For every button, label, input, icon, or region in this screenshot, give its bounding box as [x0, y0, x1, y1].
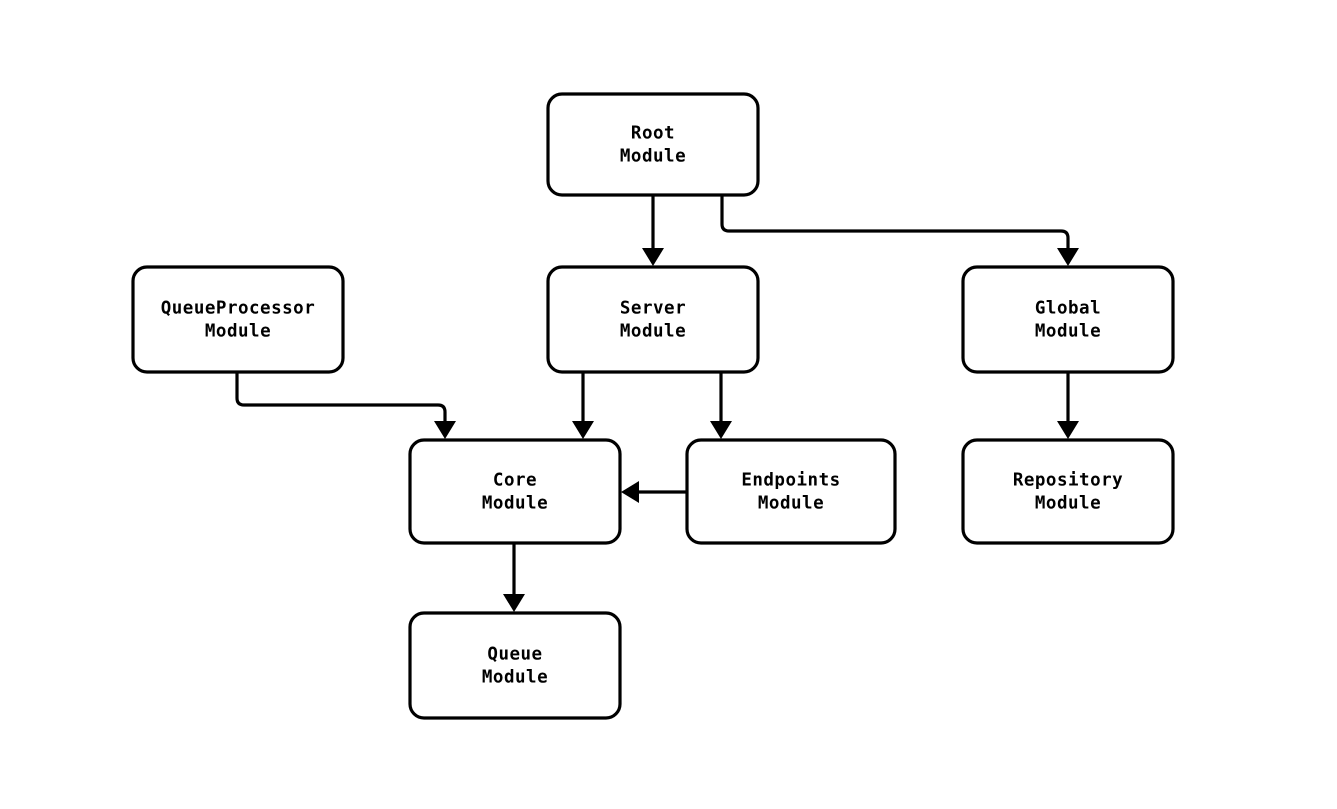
node-label-line2: Module — [482, 668, 548, 688]
node-label-line1: Queue — [487, 645, 542, 665]
arrowhead-icon — [710, 421, 732, 439]
node-label-line1: Server — [620, 299, 686, 319]
edge-root-to-global — [720, 195, 1079, 266]
node-box[interactable] — [546, 265, 760, 374]
node-label-line2: Module — [1035, 322, 1101, 342]
arrowhead-icon — [642, 248, 664, 266]
edges-layer — [235, 195, 1079, 612]
node-label-line2: Module — [205, 322, 271, 342]
node-label-line1: QueueProcessor — [161, 299, 316, 319]
edge-queueprocessor-to-core — [235, 372, 456, 439]
node-box[interactable] — [961, 265, 1175, 374]
node-label-line2: Module — [620, 322, 686, 342]
node-box[interactable] — [408, 438, 622, 545]
node-label-line2: Module — [758, 494, 824, 514]
arrowhead-icon — [572, 421, 594, 439]
node-label-line1: Endpoints — [741, 471, 840, 491]
arrowhead-icon — [503, 594, 525, 612]
node-box[interactable] — [685, 438, 897, 545]
arrowhead-icon — [1057, 248, 1079, 266]
edge-endpoints-to-core — [621, 481, 687, 503]
edge-core-to-queue — [503, 543, 525, 612]
node-label-line1: Repository — [1013, 471, 1123, 491]
edge-global-to-repository — [1057, 372, 1079, 439]
node-box[interactable] — [131, 265, 345, 374]
node-label-line2: Module — [620, 147, 686, 167]
node-label-line2: Module — [482, 494, 548, 514]
arrowhead-icon — [621, 481, 639, 503]
edge-server-to-endpoints — [710, 372, 732, 439]
edge-root-to-server — [642, 195, 664, 266]
node-box[interactable] — [546, 92, 760, 197]
arrowhead-icon — [1057, 421, 1079, 439]
node-box[interactable] — [961, 438, 1175, 545]
nodes-layer: RootModuleQueueProcessorModuleServerModu… — [131, 92, 1175, 720]
node-label-line1: Root — [631, 124, 675, 144]
node-label-line1: Core — [493, 471, 537, 491]
node-label-line2: Module — [1035, 494, 1101, 514]
node-box[interactable] — [408, 611, 622, 720]
edge-server-to-core — [572, 372, 594, 439]
arrowhead-icon — [434, 421, 456, 439]
node-label-line1: Global — [1035, 299, 1101, 319]
